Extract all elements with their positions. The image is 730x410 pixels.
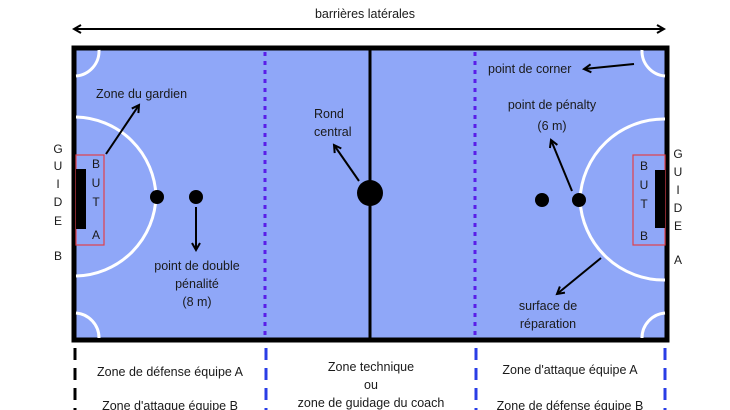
svg-text:G: G	[53, 142, 62, 156]
goal-left	[76, 169, 86, 229]
zone-center-1: Zone technique	[328, 360, 414, 374]
corner-arc-bl	[75, 311, 101, 339]
svg-text:D: D	[674, 201, 683, 215]
svg-text:B: B	[640, 229, 648, 243]
svg-text:E: E	[674, 219, 682, 233]
svg-text:I: I	[676, 183, 679, 197]
zone-center-3: zone de guidage du coach	[298, 396, 445, 410]
svg-text:A: A	[674, 253, 682, 267]
penalty-spot-left	[150, 190, 164, 204]
corner-arc-br	[640, 311, 666, 339]
barriers-label: barrières latérales	[315, 7, 415, 21]
svg-text:E: E	[54, 214, 62, 228]
zone-right-1: Zone d'attaque équipe A	[502, 363, 638, 377]
svg-text:T: T	[640, 197, 648, 211]
corner-arc-tl	[75, 49, 101, 78]
svg-text:U: U	[92, 176, 101, 190]
goalkeeper-zone-arrow	[105, 105, 139, 155]
svg-text:B: B	[54, 249, 62, 263]
svg-text:B: B	[640, 159, 648, 173]
center-spot	[357, 180, 383, 206]
zone-left-1: Zone de défense équipe A	[97, 365, 244, 379]
zone-center-2: ou	[364, 378, 378, 392]
corner-arc-tr	[640, 49, 666, 78]
goalkeeper-zone-label: Zone du gardien	[96, 87, 187, 101]
zone-left-2: Zone d'attaque équipe B	[102, 399, 238, 410]
svg-text:U: U	[54, 159, 63, 173]
zone-right-2: Zone de défense équipe B	[497, 399, 644, 410]
svg-text:G: G	[673, 147, 682, 161]
svg-text:T: T	[92, 195, 100, 209]
penalty-point-label: point de pénalty(6 m)	[508, 98, 597, 133]
double-penalty-spot-left	[189, 190, 203, 204]
guide-right-label: G U I D E A	[673, 147, 682, 267]
svg-text:I: I	[56, 177, 59, 191]
penalty-point-arrow	[551, 140, 573, 192]
penalty-area-arrow	[557, 257, 602, 294]
penalty-spot-right	[572, 193, 586, 207]
guide-left-label: G U I D E B	[53, 142, 62, 263]
svg-text:B: B	[92, 157, 100, 171]
goal-right	[655, 170, 665, 228]
svg-text:A: A	[92, 228, 100, 242]
svg-text:D: D	[54, 195, 63, 209]
svg-text:U: U	[640, 178, 649, 192]
svg-text:U: U	[674, 165, 683, 179]
goal-right-label: B U T B	[640, 159, 649, 243]
center-circle-arrow	[334, 145, 360, 182]
double-penalty-spot-right	[535, 193, 549, 207]
corner-point-label: point de corner	[488, 62, 571, 76]
corner-point-arrow	[584, 63, 635, 69]
goal-left-label: B U T A	[92, 157, 101, 242]
